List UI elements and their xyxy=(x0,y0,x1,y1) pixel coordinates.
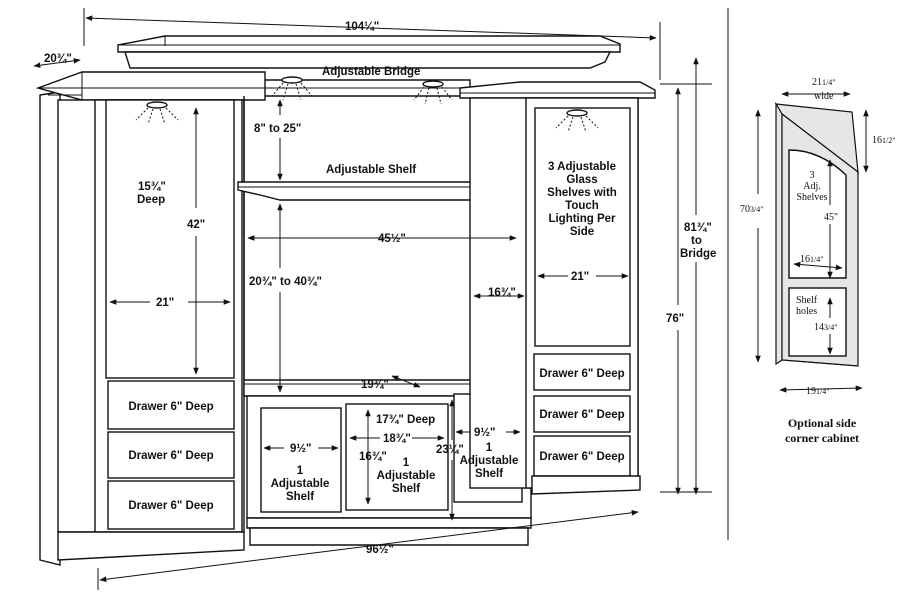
right-glass-line: Side xyxy=(570,226,594,238)
corner-shelf-holes: Shelf xyxy=(796,295,818,306)
shelf-note: Adjustable xyxy=(271,478,330,490)
drawer-label: Drawer 6" Deep xyxy=(128,401,213,413)
left-width-label: 21" xyxy=(156,297,174,309)
right-door-shelf-label: 1 Adjustable Shelf xyxy=(460,442,519,480)
base-center-width-label: 18¾" xyxy=(383,433,411,445)
corner-base-width: 191/4" xyxy=(806,386,830,397)
light-fixtures xyxy=(135,76,599,133)
bridge-height-label: 8" to 25" xyxy=(254,123,301,135)
height-bridge-label: to xyxy=(691,235,702,247)
overall-width-label: 104¼" xyxy=(345,21,379,33)
base-center-depth-label: 17¾" Deep xyxy=(376,414,435,426)
shelf-note: Shelf xyxy=(475,468,503,480)
left-depth-label: 15¾" xyxy=(138,181,166,193)
shelf-note: Adjustable xyxy=(377,470,436,482)
light-icon xyxy=(271,76,313,101)
corner-adj-label: Shelves xyxy=(796,192,827,203)
dimension-lines xyxy=(33,8,712,590)
right-glass-line: 3 Adjustable xyxy=(548,161,616,173)
shelf-note: 1 xyxy=(403,457,410,469)
drawer-label: Drawer 6" Deep xyxy=(128,500,213,512)
total-height-label: 76" xyxy=(666,313,684,325)
bridge-crown xyxy=(117,35,621,69)
bottom-width-label: 96½" xyxy=(366,544,394,556)
base-door-width-label: 9½" xyxy=(290,443,311,455)
right-glass-line: Touch xyxy=(565,200,599,212)
right-glass-line: Lighting Per xyxy=(548,213,616,225)
right-width-label: 21" xyxy=(571,271,589,283)
corner-cabinet: 211/4" wide 161/2" 703/4" 3 Adj. Shelves… xyxy=(740,77,896,445)
tv-depth-label: 16¾" xyxy=(488,287,516,299)
corner-shelf-holes: holes xyxy=(796,306,817,317)
height-bridge-label: 81¾" xyxy=(684,222,712,234)
corner-caption: corner cabinet xyxy=(785,431,859,445)
left-tower xyxy=(35,71,266,566)
dimension-labels: 104¼" 20¾" Adjustable Bridge 8" to 25" A… xyxy=(44,21,716,556)
corner-top-width: 211/4" xyxy=(812,77,836,88)
center-door-shelf-label: 1 Adjustable Shelf xyxy=(377,457,436,495)
tv-width-label: 45½" xyxy=(378,233,406,245)
corner-inner-width: 161/4" xyxy=(800,254,824,265)
drawer-label: Drawer 6" Deep xyxy=(539,409,624,421)
left-height-label: 42" xyxy=(187,219,205,231)
right-glass-line: Glass xyxy=(566,174,597,186)
shelf-note: Shelf xyxy=(286,491,314,503)
right-glass-line: Shelves with xyxy=(547,187,617,199)
tv-height-label: 20¾" to 40¾" xyxy=(249,276,322,288)
depth-label: 20¾" xyxy=(44,53,72,65)
shelf-note: 1 xyxy=(297,465,304,477)
shelf-note: 1 xyxy=(486,442,493,454)
corner-shelf-height: 45" xyxy=(824,212,838,223)
base-depth-label: 19¾" xyxy=(361,379,389,391)
corner-adj-label: 3 xyxy=(810,170,815,181)
corner-top-height: 161/2" xyxy=(872,135,896,146)
light-icon xyxy=(413,80,453,105)
corner-top-width-word: wide xyxy=(814,91,834,102)
right-glass-label: 3 Adjustable Glass Shelves with Touch Li… xyxy=(547,161,617,238)
bridge-label: Adjustable Bridge xyxy=(322,66,420,78)
base-height-label: 23¼" xyxy=(436,444,464,456)
corner-lower-height: 143/4" xyxy=(814,322,838,333)
base-door-width-label: 9½" xyxy=(474,427,495,439)
light-icon xyxy=(135,101,179,125)
drawer-label: Drawer 6" Deep xyxy=(539,451,624,463)
right-tower xyxy=(459,81,656,495)
shelf-note: Shelf xyxy=(392,483,420,495)
light-icon xyxy=(555,109,599,133)
corner-total-height: 703/4" xyxy=(740,204,764,215)
corner-caption: Optional side xyxy=(788,416,857,430)
adjustable-shelf-label: Adjustable Shelf xyxy=(326,164,416,176)
height-bridge-label: Bridge xyxy=(680,248,716,260)
left-door-shelf-label: 1 Adjustable Shelf xyxy=(271,465,330,503)
shelf-note: Adjustable xyxy=(460,455,519,467)
base-center-height-label: 16¾" xyxy=(359,451,387,463)
drawer-label: Drawer 6" Deep xyxy=(539,368,624,380)
corner-adj-label: Adj. xyxy=(803,181,821,192)
drawer-label: Drawer 6" Deep xyxy=(128,450,213,462)
left-depth-word: Deep xyxy=(137,194,165,206)
